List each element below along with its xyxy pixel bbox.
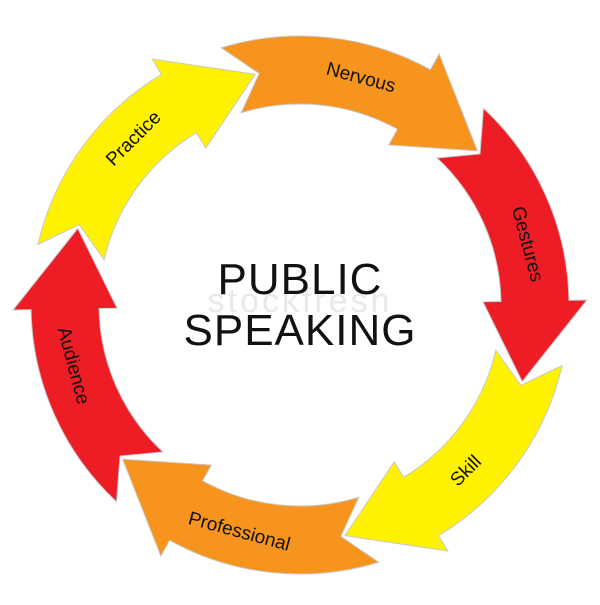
cycle-arrow-nervous — [220, 35, 479, 152]
cycle-arrows — [11, 35, 589, 575]
title-line-2: SPEAKING — [184, 306, 417, 355]
cycle-arrow-gestures — [435, 107, 589, 383]
watermark-text: stockfresh — [208, 282, 393, 320]
title-line-1: PUBLIC — [218, 255, 383, 304]
cycle-arrow-audience — [11, 227, 165, 503]
cycle-arrow-professional — [121, 458, 380, 575]
cycle-arrow-skill — [343, 349, 563, 552]
cycle-arrow-practice — [37, 58, 257, 261]
